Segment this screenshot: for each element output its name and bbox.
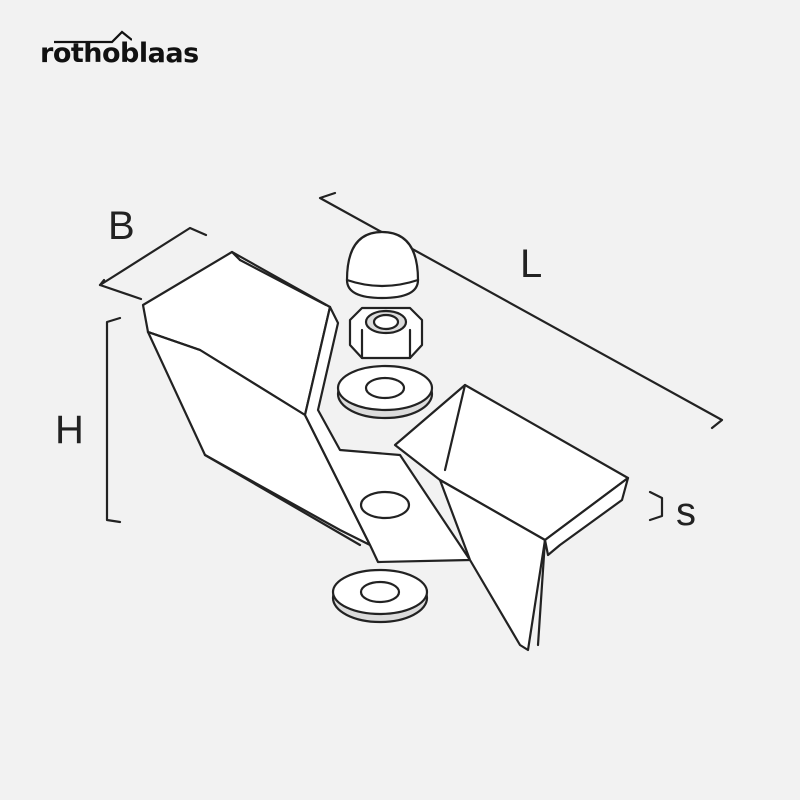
dimension-s-line: [648, 490, 664, 522]
dimension-b-line: [98, 226, 208, 301]
roof-icon: [54, 30, 132, 44]
rothoblaas-logo: rothoblaas: [40, 30, 199, 69]
left-bracket: [141, 250, 472, 564]
dimension-b-label: B: [108, 204, 135, 248]
bottom-washer: [331, 568, 429, 624]
logo-text: rothoblaas: [40, 38, 199, 69]
dimension-l-line: [318, 191, 724, 430]
hex-nut: [348, 306, 424, 360]
dome-cap: [345, 230, 420, 300]
dimension-l-label: L: [520, 242, 543, 286]
dimension-s-label: s: [676, 490, 696, 534]
right-bracket: [393, 383, 630, 652]
bolt-hole: [359, 490, 411, 520]
upper-washer: [336, 364, 434, 420]
dimension-h-label: H: [55, 408, 84, 452]
dimension-h-line: [105, 316, 122, 524]
